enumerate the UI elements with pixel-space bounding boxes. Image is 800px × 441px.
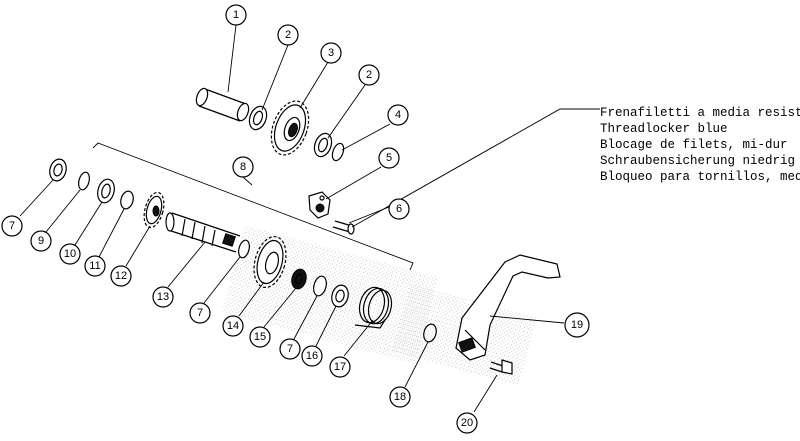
part-gear-small: [143, 191, 165, 229]
callout-17: 17: [329, 356, 351, 378]
part-circlip-4: [331, 142, 345, 162]
part-washer-16: [331, 284, 349, 308]
part-washer-7-left: [49, 158, 67, 182]
part-ring-18: [423, 323, 437, 343]
part-pin: [332, 220, 355, 235]
svg-text:15: 15: [254, 331, 266, 343]
callout-15: 15: [249, 326, 271, 348]
part-gear-14: [253, 235, 287, 289]
svg-text:Frenafiletti a media resistenz: Frenafiletti a media resistenza: [600, 106, 800, 120]
svg-text:1: 1: [233, 9, 239, 21]
part-circlip-9: [78, 171, 90, 191]
svg-text:6: 6: [396, 203, 402, 215]
callout-13: 13: [152, 286, 174, 308]
part-shaft: [165, 212, 241, 253]
callout-1: 1: [225, 4, 247, 26]
part-sleeve: [195, 87, 250, 122]
svg-text:3: 3: [328, 47, 334, 59]
svg-text:7: 7: [287, 343, 293, 355]
callout-7-mid: 7: [189, 302, 211, 324]
callout-7-right: 7: [279, 338, 301, 360]
callout-9: 9: [30, 230, 52, 252]
callout-8: 8: [232, 156, 254, 178]
svg-text:5: 5: [386, 152, 392, 164]
callout-11: 11: [84, 255, 106, 277]
part-washer-10: [97, 178, 115, 204]
part-washer-top: [248, 105, 268, 131]
part-washer-7-mid: [238, 239, 250, 259]
svg-text:Bloqueo para tornillos, median: Bloqueo para tornillos, mediano: [600, 170, 800, 184]
svg-text:20: 20: [461, 417, 473, 429]
threadlocker-note: Frenafiletti a media resistenza Threadlo…: [600, 106, 800, 184]
svg-text:14: 14: [227, 320, 239, 332]
callout-10: 10: [59, 243, 81, 265]
svg-text:2: 2: [366, 69, 372, 81]
part-ring-11: [120, 190, 134, 210]
svg-text:13: 13: [157, 291, 169, 303]
callout-3: 3: [320, 42, 342, 64]
part-washer-7-right: [313, 275, 327, 297]
svg-text:8: 8: [240, 161, 246, 173]
svg-text:4: 4: [395, 109, 401, 121]
svg-text:Threadlocker blue: Threadlocker blue: [600, 122, 728, 136]
callout-19: 19: [564, 312, 590, 338]
part-ratchet: [308, 191, 331, 219]
svg-text:2: 2: [285, 29, 291, 41]
part-spring: [354, 286, 393, 329]
svg-text:16: 16: [306, 350, 318, 362]
svg-text:18: 18: [394, 391, 406, 403]
callout-6: 6: [388, 198, 410, 220]
svg-text:12: 12: [115, 270, 127, 282]
svg-text:19: 19: [571, 319, 583, 331]
leader-lines: [19, 24, 600, 413]
callout-2-top: 2: [277, 24, 299, 46]
callout-7-left: 7: [1, 215, 23, 237]
part-gear-large: [270, 100, 310, 156]
part-washer-mid: [313, 132, 333, 158]
callout-14: 14: [222, 315, 244, 337]
callout-5: 5: [378, 147, 400, 169]
svg-text:17: 17: [334, 361, 346, 373]
part-washer-7-left-hole: [53, 163, 63, 177]
callout-12: 12: [110, 265, 132, 287]
callout-20: 20: [456, 412, 478, 434]
svg-text:Schraubensicherung niedrig fes: Schraubensicherung niedrig fest: [600, 154, 800, 168]
svg-text:Blocage de filets, mi-dur: Blocage de filets, mi-dur: [600, 138, 788, 152]
svg-text:7: 7: [197, 307, 203, 319]
callout-18: 18: [389, 386, 411, 408]
group-bracket: [92, 142, 414, 271]
callout-16: 16: [301, 345, 323, 367]
svg-text:9: 9: [38, 235, 44, 247]
part-bolt: [489, 359, 513, 375]
callout-2-mid: 2: [358, 64, 380, 86]
svg-text:11: 11: [89, 260, 100, 272]
part-kick-lever: [455, 254, 561, 361]
svg-text:7: 7: [9, 220, 15, 232]
svg-text:10: 10: [64, 248, 76, 260]
part-needle-bearing: [291, 268, 307, 290]
callout-4: 4: [387, 104, 409, 126]
